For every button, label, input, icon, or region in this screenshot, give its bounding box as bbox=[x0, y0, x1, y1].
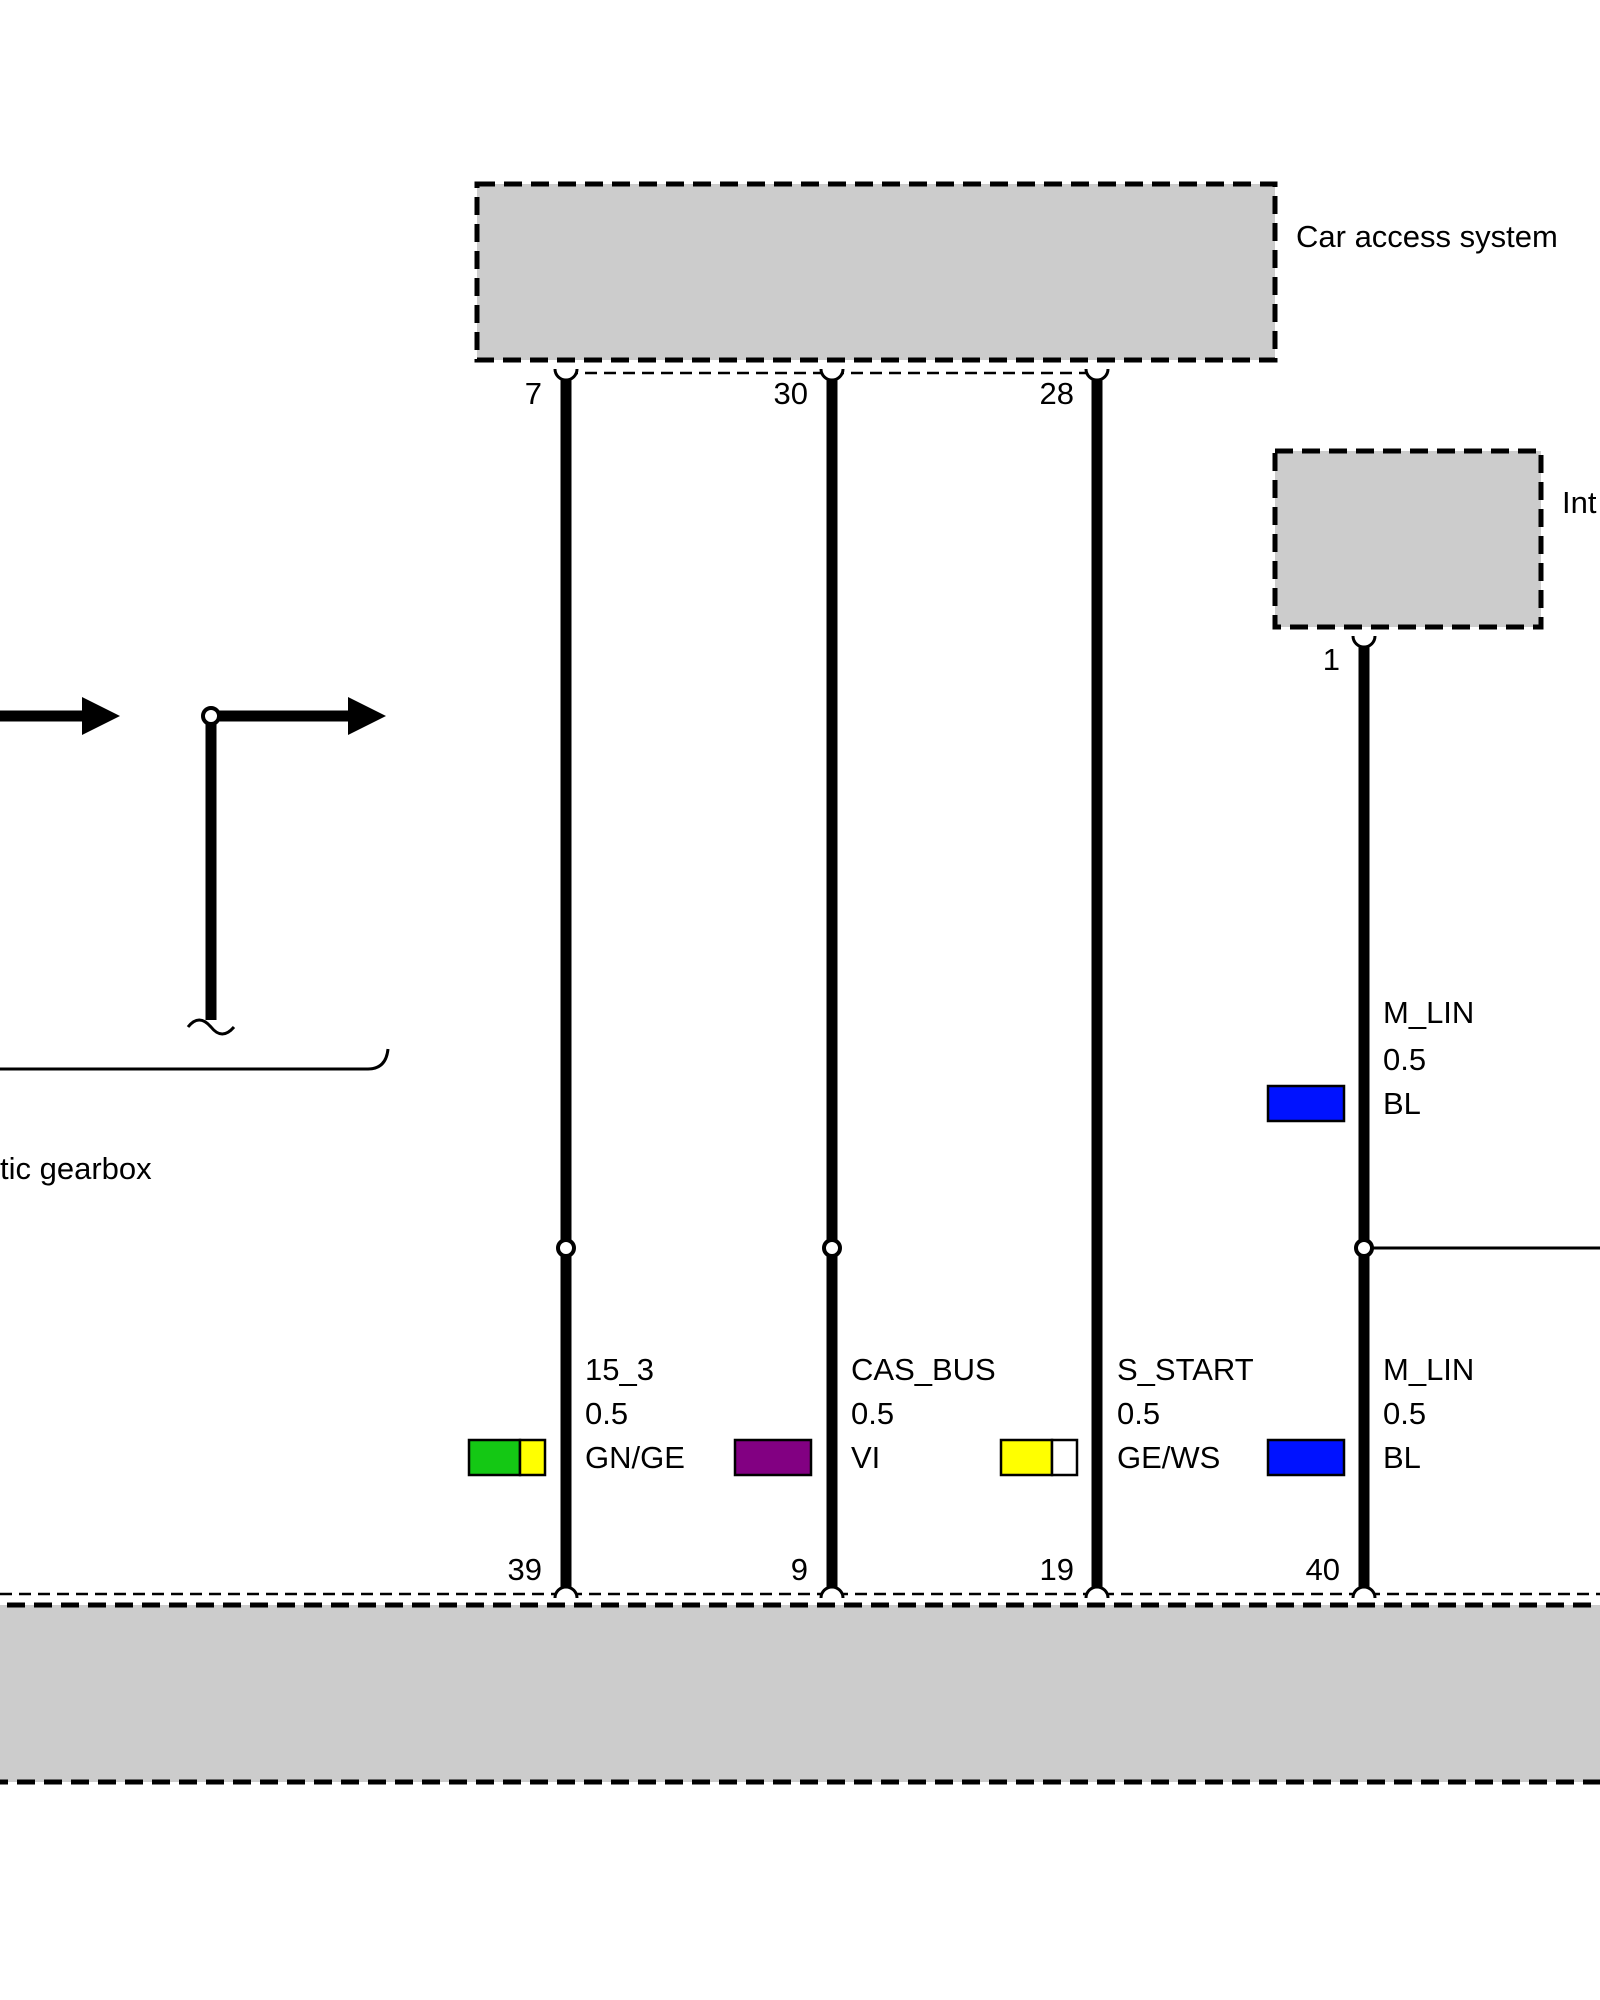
wire-m-lin[interactable]: 1 40 M_LIN 0.5 BL M_LIN 0.5 BL bbox=[1266, 635, 1600, 1599]
pin-number: 7 bbox=[525, 376, 542, 411]
pin-number: 28 bbox=[1040, 376, 1074, 411]
interior-module-label: Int bbox=[1562, 485, 1597, 520]
wire-color-code: GN/GE bbox=[585, 1440, 685, 1475]
arrow-right-icon bbox=[82, 697, 120, 735]
wire-cas-bus[interactable]: 30 9 CAS_BUS 0.5 VI bbox=[733, 368, 996, 1599]
pin-cap-icon bbox=[553, 368, 579, 382]
wire-color-swatch bbox=[1050, 1438, 1079, 1477]
pin-cap-icon bbox=[819, 1585, 845, 1599]
gearbox-bracket bbox=[0, 1048, 390, 1071]
wire-signal-label: M_LIN bbox=[1383, 995, 1474, 1030]
pin-cap-icon bbox=[553, 1585, 579, 1599]
wire-color-swatch bbox=[999, 1438, 1054, 1477]
wire-signal-label: M_LIN bbox=[1383, 1352, 1474, 1387]
interior-module[interactable]: Int bbox=[1272, 448, 1597, 630]
control-unit-module[interactable] bbox=[0, 1592, 1600, 1785]
wire-s-start[interactable]: 28 19 S_START 0.5 GE/WS bbox=[999, 368, 1254, 1599]
control-unit-box[interactable] bbox=[0, 1602, 1600, 1785]
wire-break-icon bbox=[186, 1018, 236, 1036]
gearbox-junction-dot bbox=[201, 706, 221, 726]
pin-number: 39 bbox=[508, 1552, 542, 1587]
wire-signal-label: S_START bbox=[1117, 1352, 1254, 1387]
interior-module-box[interactable] bbox=[1272, 448, 1544, 630]
wire-signal-label: CAS_BUS bbox=[851, 1352, 996, 1387]
pin-number: 9 bbox=[791, 1552, 808, 1587]
gearbox-label: tic gearbox bbox=[0, 1151, 152, 1186]
pin-number: 40 bbox=[1306, 1552, 1340, 1587]
wire-size-label: 0.5 bbox=[1117, 1396, 1160, 1431]
wire-color-swatch bbox=[733, 1438, 813, 1477]
pin-number: 30 bbox=[774, 376, 808, 411]
pin-cap-icon bbox=[1351, 1585, 1377, 1599]
wire-color-code: VI bbox=[851, 1440, 880, 1475]
car-access-system-module[interactable]: Car access system bbox=[474, 181, 1558, 375]
wire-signal-label: 15_3 bbox=[585, 1352, 654, 1387]
arrow-right-icon bbox=[348, 697, 386, 735]
pin-number: 1 bbox=[1323, 642, 1340, 677]
car-access-system-box[interactable] bbox=[474, 181, 1278, 363]
wire-color-code: GE/WS bbox=[1117, 1440, 1220, 1475]
pin-cap-icon bbox=[1084, 368, 1110, 382]
wire-color-code: BL bbox=[1383, 1086, 1421, 1121]
splice-dot bbox=[1354, 1238, 1374, 1258]
splice-dot bbox=[822, 1238, 842, 1258]
wire-15-3[interactable]: 7 39 15_3 0.5 GN/GE bbox=[467, 368, 685, 1599]
wire-color-swatch bbox=[1266, 1438, 1346, 1477]
pin-cap-icon bbox=[1351, 635, 1377, 649]
wire-color-code: BL bbox=[1383, 1440, 1421, 1475]
wire-color-swatch bbox=[467, 1438, 522, 1477]
splice-dot bbox=[556, 1238, 576, 1258]
wire-color-swatch bbox=[518, 1438, 547, 1477]
pin-cap-icon bbox=[819, 368, 845, 382]
car-access-system-label: Car access system bbox=[1296, 219, 1558, 254]
wire-color-swatch bbox=[1266, 1084, 1346, 1123]
pin-cap-icon bbox=[1084, 1585, 1110, 1599]
wire-size-label: 0.5 bbox=[1383, 1396, 1426, 1431]
wire-size-label: 0.5 bbox=[851, 1396, 894, 1431]
wire-size-label: 0.5 bbox=[1383, 1042, 1426, 1077]
pin-number: 19 bbox=[1040, 1552, 1074, 1587]
wire-size-label: 0.5 bbox=[585, 1396, 628, 1431]
gearbox-section: tic gearbox bbox=[0, 697, 390, 1186]
